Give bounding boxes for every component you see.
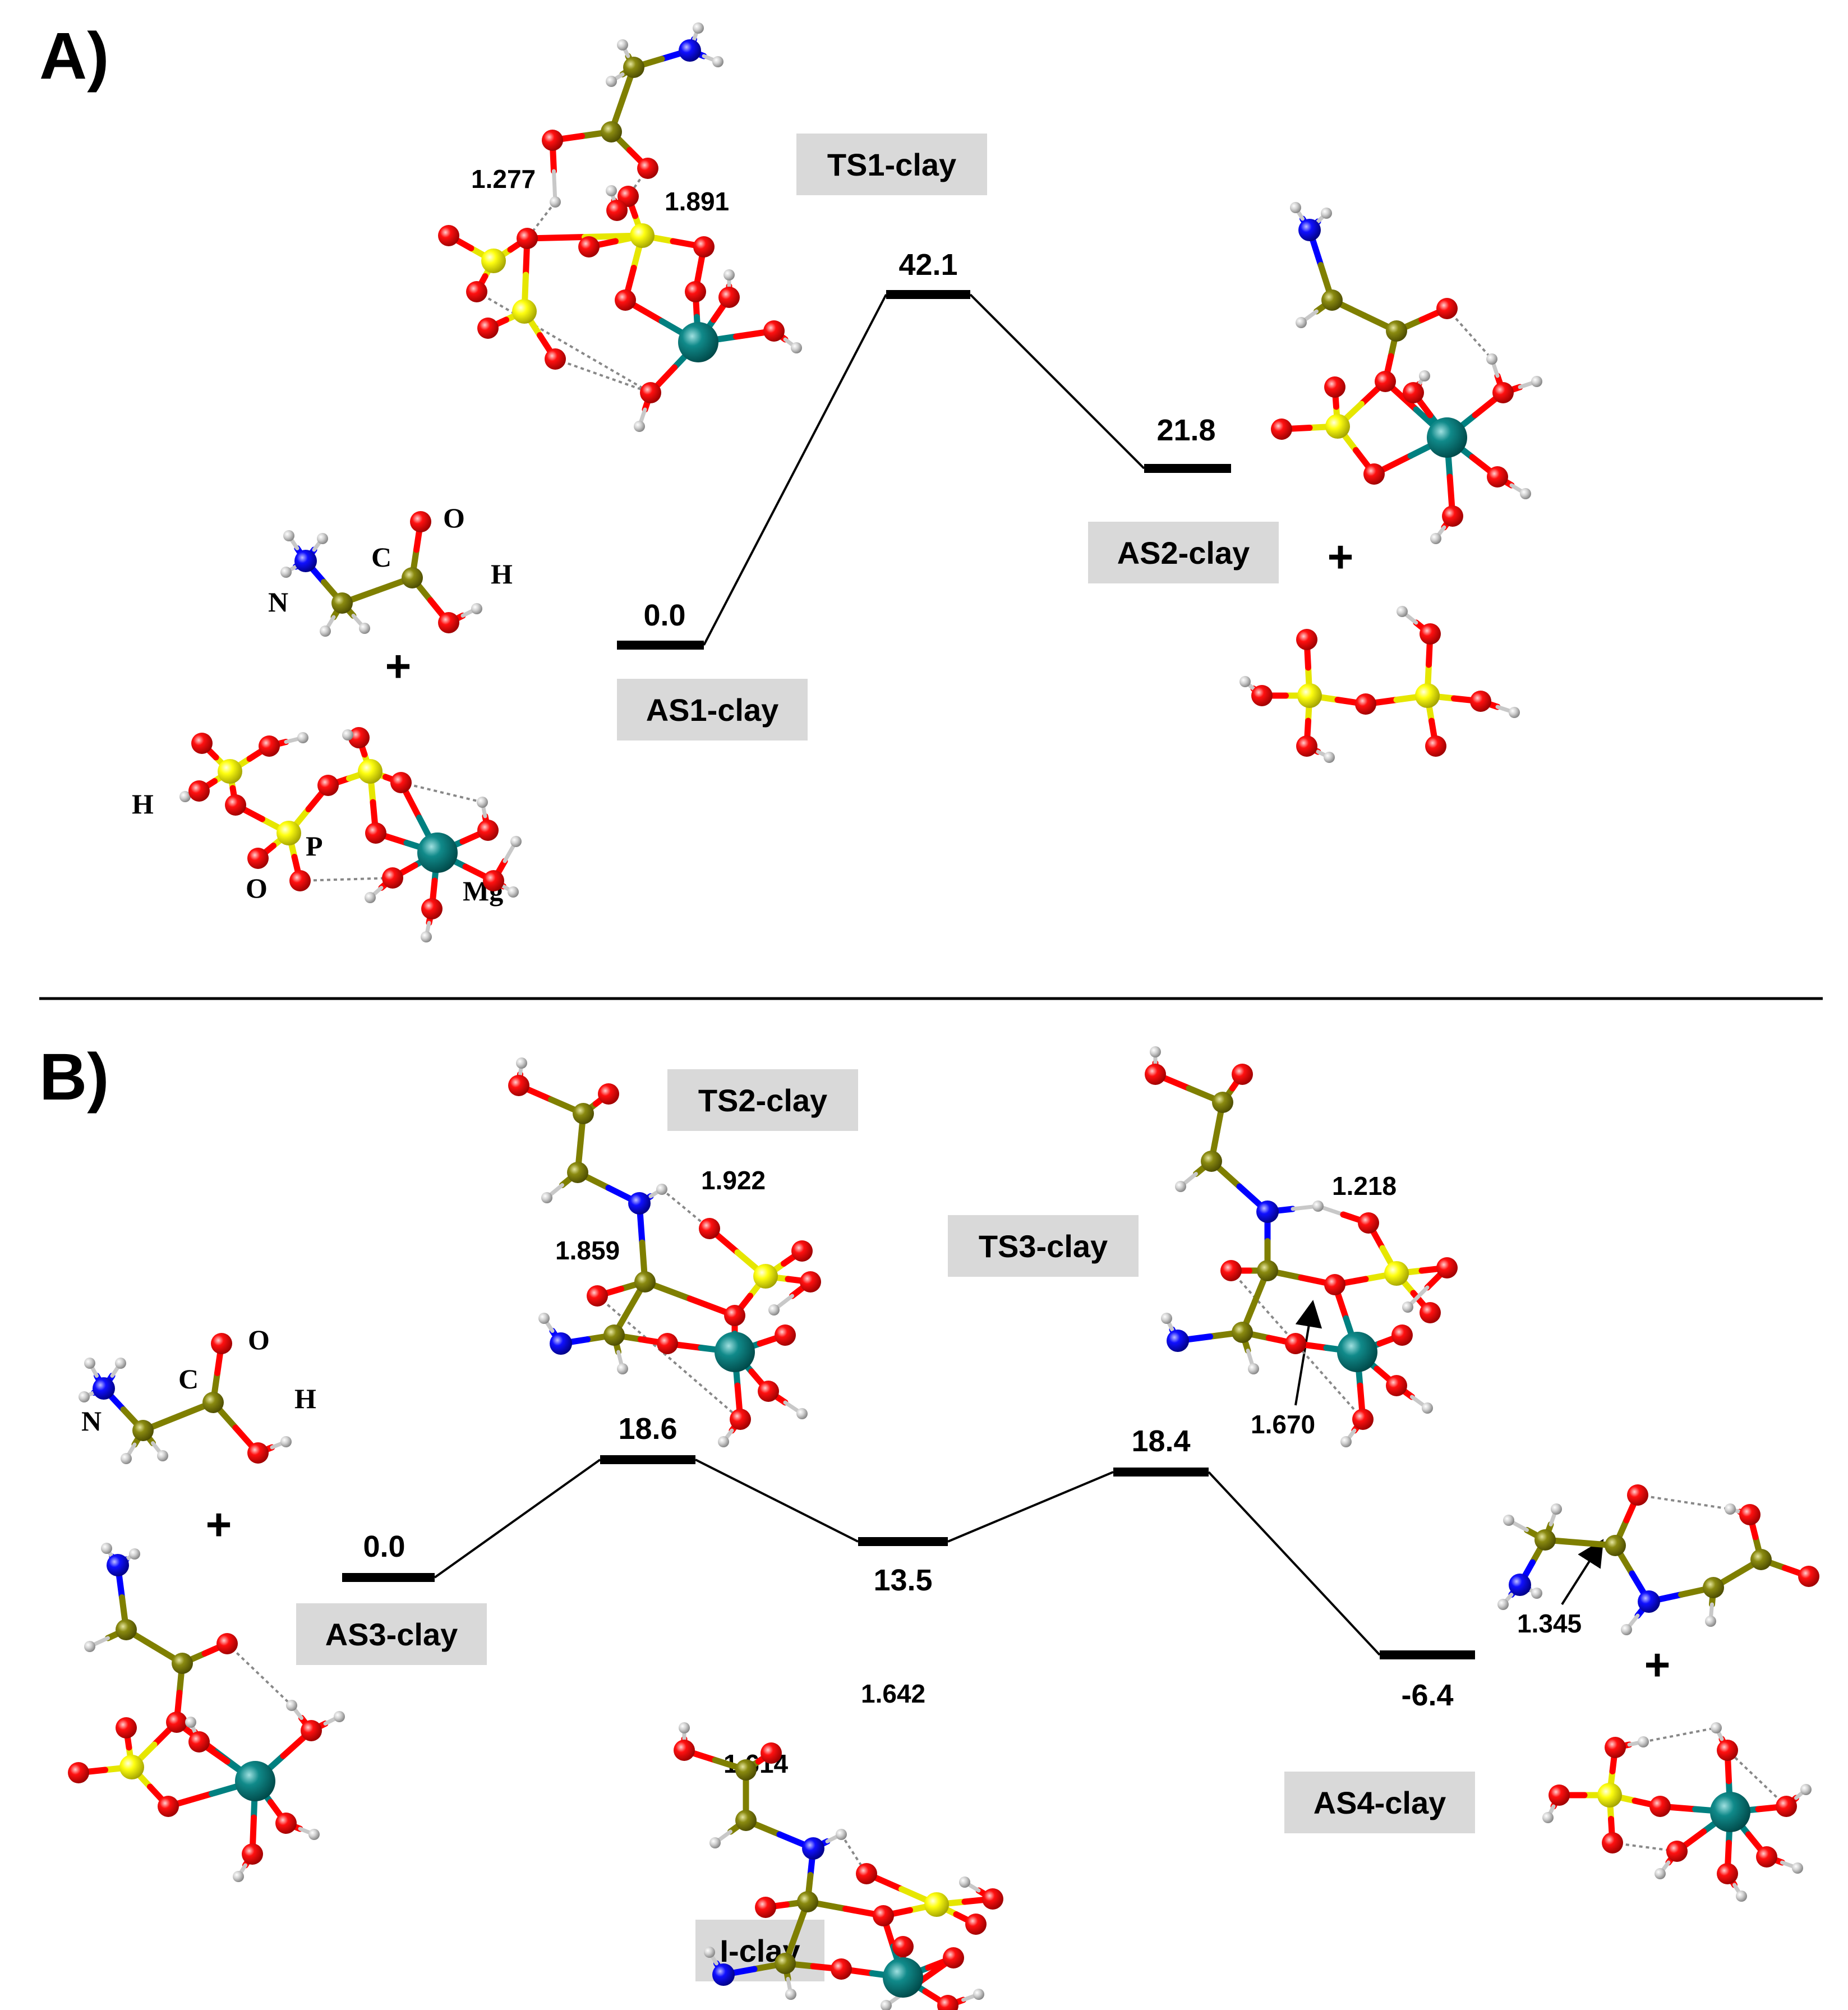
state-name-as3: AS3-clay xyxy=(325,1617,458,1652)
atom-label-n: N xyxy=(268,586,288,618)
state-name-ts3: TS3-clay xyxy=(979,1229,1108,1264)
state-name-as4: AS4-clay xyxy=(1314,1785,1446,1820)
state-name-ts2: TS2-clay xyxy=(698,1083,827,1118)
energy-label-ts2: 18.6 xyxy=(618,1412,677,1446)
arrow-1670 xyxy=(1294,1300,1322,1406)
state-box-as3 xyxy=(296,1603,487,1665)
arrow-1345 xyxy=(1561,1539,1604,1606)
i-clay-structure xyxy=(674,1722,1003,2010)
state-box-as4 xyxy=(1284,1772,1475,1833)
plus-sign-b2: + xyxy=(1644,1640,1671,1690)
distance-label-1670: 1.670 xyxy=(1251,1410,1315,1439)
distance-label-1642: 1.642 xyxy=(861,1679,925,1708)
energy-label-as1: 0.0 xyxy=(643,599,685,632)
as3-structure xyxy=(68,1543,345,1882)
plus-sign-a2: + xyxy=(1328,532,1354,582)
distance-label-1859: 1.859 xyxy=(555,1236,620,1265)
distance-label-1891: 1.891 xyxy=(665,187,729,216)
panel-b-label: B) xyxy=(39,1040,109,1114)
plus-sign-b1: + xyxy=(206,1500,232,1549)
state-name-as1: AS1-clay xyxy=(646,692,779,728)
atom-label-c: C xyxy=(371,541,391,573)
as4-clay-structure xyxy=(1542,1722,1812,1902)
clay-as1 xyxy=(179,727,522,942)
energy-label-i: 13.5 xyxy=(873,1563,932,1597)
molecular-structures xyxy=(68,22,1819,2010)
state-box-ts1 xyxy=(796,134,987,195)
state-name-ts1: TS1-clay xyxy=(827,147,956,182)
distance-label-1922: 1.922 xyxy=(701,1166,766,1195)
energy-label-as4: -6.4 xyxy=(1401,1678,1453,1712)
as2-structure xyxy=(1271,202,1542,544)
panel-a-label: A) xyxy=(39,19,109,93)
ts2-structure xyxy=(508,1057,821,1447)
glycine-b xyxy=(79,1333,292,1464)
distance-label-1218: 1.218 xyxy=(1332,1171,1397,1201)
distance-label-1345: 1.345 xyxy=(1517,1609,1582,1638)
energy-label-as2: 21.8 xyxy=(1156,413,1215,447)
plus-sign-a1: + xyxy=(385,641,412,691)
distance-label-1277: 1.277 xyxy=(471,164,536,194)
state-box-as2 xyxy=(1088,522,1279,583)
atom-label-c-b: C xyxy=(178,1363,199,1395)
atom-label-h-b: H xyxy=(294,1383,316,1414)
state-box-ts3 xyxy=(948,1215,1139,1277)
atom-label-n-b: N xyxy=(81,1405,102,1437)
atom-label-h: H xyxy=(491,558,513,590)
atom-label-o: O xyxy=(443,502,465,533)
atom-label-o-clay: O xyxy=(246,872,268,904)
pyrophosphate-a xyxy=(1239,606,1520,763)
ts3-structure xyxy=(1145,1046,1458,1447)
atom-label-o-b: O xyxy=(248,1324,270,1355)
state-box-as1 xyxy=(617,679,808,740)
panel-b-profile xyxy=(342,1455,1475,1659)
state-box-ts2 xyxy=(667,1069,858,1131)
glycine-a xyxy=(280,511,482,637)
state-name-as2: AS2-clay xyxy=(1117,535,1250,571)
energy-label-ts3: 18.4 xyxy=(1131,1424,1190,1458)
energy-label-ts1: 42.1 xyxy=(898,248,957,282)
atom-label-p: P xyxy=(306,830,323,862)
dipeptide-structure xyxy=(1497,1484,1819,1635)
panel-a-profile xyxy=(617,290,1231,650)
energy-label-as3: 0.0 xyxy=(363,1530,405,1563)
atom-label-h-clay: H xyxy=(132,788,154,820)
ts1-structure xyxy=(438,22,802,432)
